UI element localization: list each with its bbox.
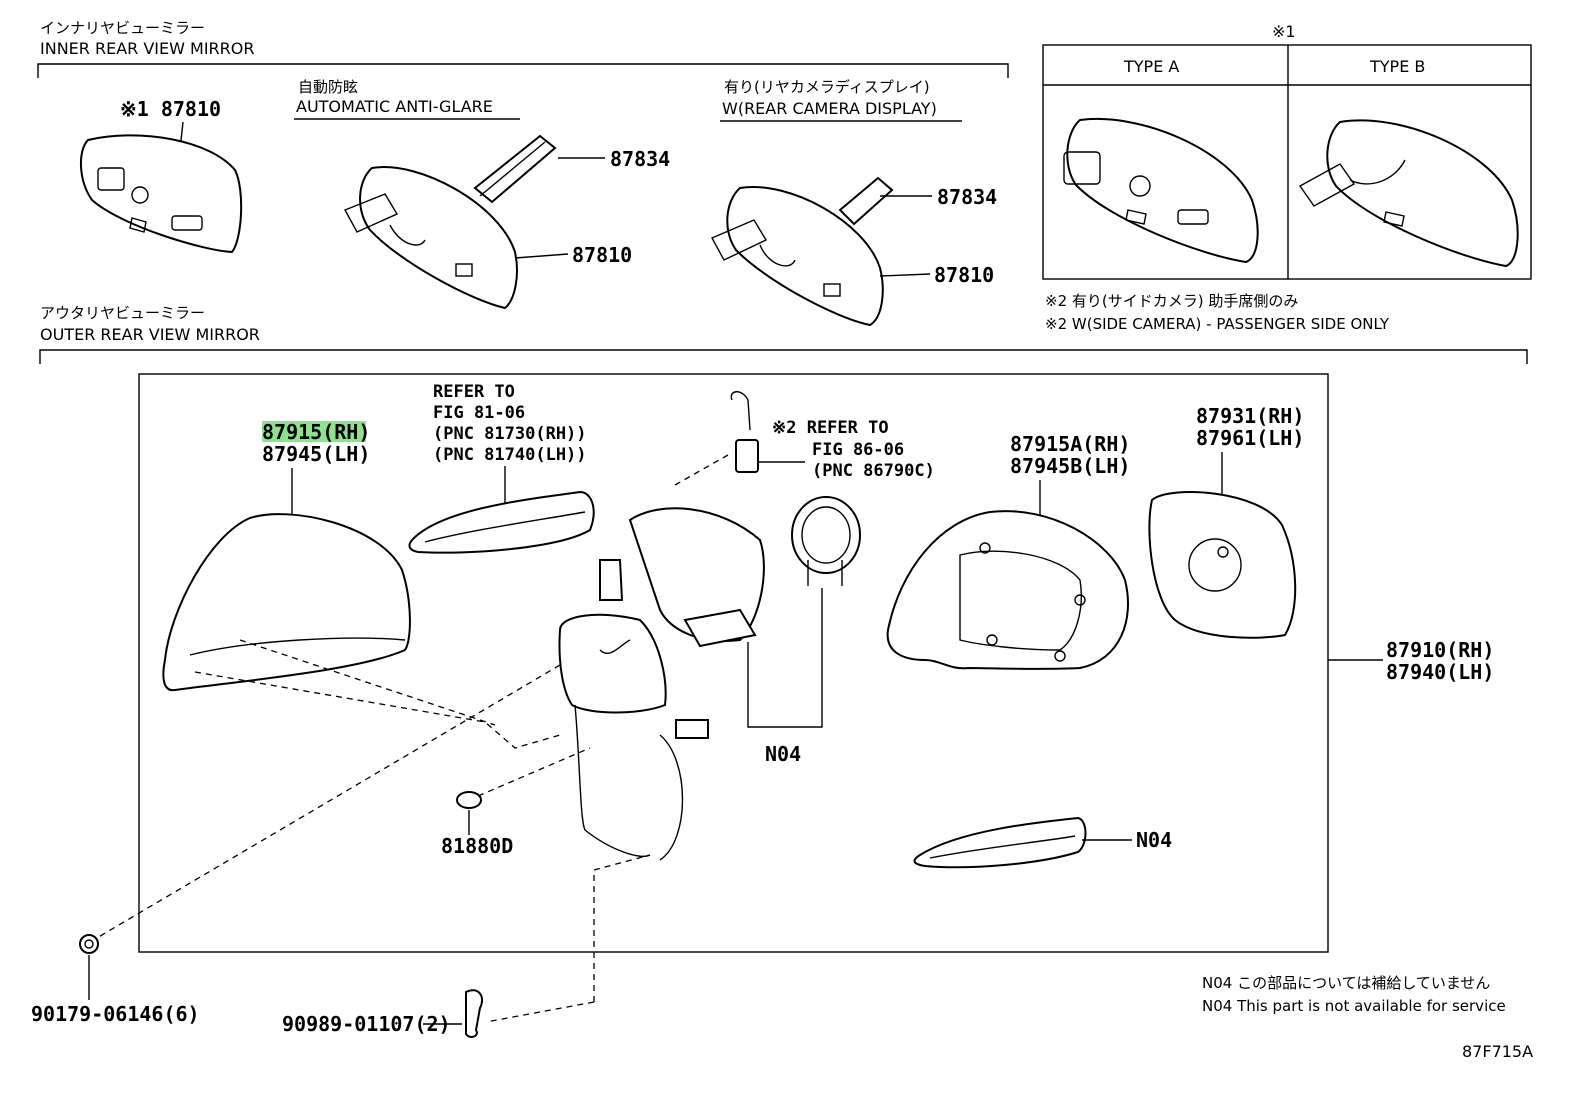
outer-mirror-title-en: OUTER REAR VIEW MIRROR: [40, 325, 260, 344]
part-label-87810-a: 87810: [572, 243, 632, 267]
part-label-n04-a[interactable]: N04: [765, 742, 801, 766]
leader-87810-b: [879, 273, 931, 277]
part-label-plug[interactable]: 81880D: [441, 834, 513, 858]
part-label-assembly-rh[interactable]: 87910(RH): [1386, 638, 1494, 662]
part-label-87810-b: 87810: [934, 263, 994, 287]
inner-mirror-camera-display-icon: [711, 186, 884, 327]
part-label-87834-a: 87834: [610, 147, 670, 171]
refer2-line3: (PNC 86790C): [812, 461, 935, 481]
dashed-line-nut: [89, 664, 561, 943]
types-box-marker: ※1: [1272, 22, 1296, 41]
mirror-cover-icon[interactable]: [162, 513, 411, 692]
variant2-title-en: W(REAR CAMERA DISPLAY): [722, 99, 937, 118]
part-label-housing-lh[interactable]: 87945B(LH): [1010, 454, 1130, 478]
nut-icon: [79, 934, 99, 954]
dashed-line-plug: [477, 747, 591, 797]
dashed-line-cover-2: [239, 639, 496, 726]
mirror-housing-icon[interactable]: [886, 510, 1129, 670]
refer2-line2: FIG 86-06: [812, 440, 904, 460]
footnote-en: N04 This part is not available for servi…: [1202, 997, 1506, 1015]
inner-mirror-basic-icon: [79, 134, 243, 254]
type-b-label: TYPE B: [1369, 57, 1425, 76]
inner-mirror-anti-glare-icon: [344, 166, 518, 310]
footnote-jp: N04 この部品については補給していません: [1202, 974, 1490, 992]
part-label-housing-rh[interactable]: 87915A(RH): [1010, 432, 1130, 456]
refer2-line1: ※2 REFER TO: [772, 418, 889, 438]
type-b-mirror-icon: [1298, 119, 1519, 268]
refer1-line4: (PNC 81740(LH)): [433, 445, 587, 465]
types-box: [1042, 44, 1532, 280]
highlight-87915-rh: [262, 421, 366, 442]
type-a-mirror-icon: [1063, 118, 1259, 264]
dashed-line-camera: [674, 454, 729, 486]
outer-mirror-assembly-box: [138, 373, 1329, 953]
type-a-label: TYPE A: [1123, 57, 1179, 76]
outer-mirror-title-jp: アウタリヤビューミラー: [40, 304, 205, 322]
outer-mirror-bracket: [39, 349, 1528, 364]
mirror-glass-icon[interactable]: [1148, 491, 1297, 639]
figure-id: 87F715A: [1462, 1042, 1533, 1061]
inner-mirror-title-jp: インナリヤビューミラー: [40, 19, 205, 37]
part-label-glass-lh[interactable]: 87961(LH): [1196, 426, 1304, 450]
mirror-base-icon: [558, 507, 765, 861]
part-label-assembly-lh[interactable]: 87940(LH): [1386, 660, 1494, 684]
lower-lamp-icon: [913, 816, 1087, 869]
part-label-clip[interactable]: 90989-01107(2): [282, 1012, 451, 1036]
connector-87834-b-icon: [838, 176, 894, 226]
inner-mirror-title-en: INNER REAR VIEW MIRROR: [40, 39, 255, 58]
turn-signal-lamp-icon: [408, 490, 595, 554]
refer1-line3: (PNC 81730(RH)): [433, 424, 587, 444]
dashed-line-clip: [593, 854, 651, 1002]
part-label-87834-b: 87834: [937, 185, 997, 209]
side-camera-icon: [730, 391, 759, 473]
part-label-nut[interactable]: 90179-06146(6): [31, 1002, 200, 1026]
side-camera-note-jp: ※2 有り(サイドカメラ) 助手席側のみ: [1045, 292, 1298, 310]
clip-icon: [465, 989, 484, 1038]
part-label-cover-rh[interactable]: 87915(RH): [262, 420, 370, 444]
leader-87810-a: [514, 253, 569, 259]
nut-hole-icon: [84, 939, 94, 949]
dashed-line-clip-2: [485, 1001, 595, 1023]
part-label-cover-lh[interactable]: 87945(LH): [262, 442, 370, 466]
side-camera-note-en: ※2 W(SIDE CAMERA) - PASSENGER SIDE ONLY: [1045, 315, 1390, 333]
connector-87834-a-icon: [473, 134, 557, 204]
variant1-title-jp: 自動防眩: [298, 78, 358, 96]
inner-mirror-bracket: [37, 63, 1009, 78]
part-label-glass-rh[interactable]: 87931(RH): [1196, 404, 1304, 428]
refer1-line1: REFER TO: [433, 382, 515, 402]
n04-bracket: [747, 588, 823, 728]
refer1-line2: FIG 81-06: [433, 403, 525, 423]
plug-icon: [456, 791, 482, 809]
part-label-n04-b[interactable]: N04: [1136, 828, 1172, 852]
part-label-87810-main: ※1 87810: [120, 97, 221, 121]
mirror-actuator-icon: [791, 496, 861, 586]
variant2-title-jp: 有り(リヤカメラディスプレイ): [724, 78, 930, 96]
dashed-line-cover: [194, 671, 561, 749]
variant1-title-en: AUTOMATIC ANTI-GLARE: [296, 97, 493, 116]
